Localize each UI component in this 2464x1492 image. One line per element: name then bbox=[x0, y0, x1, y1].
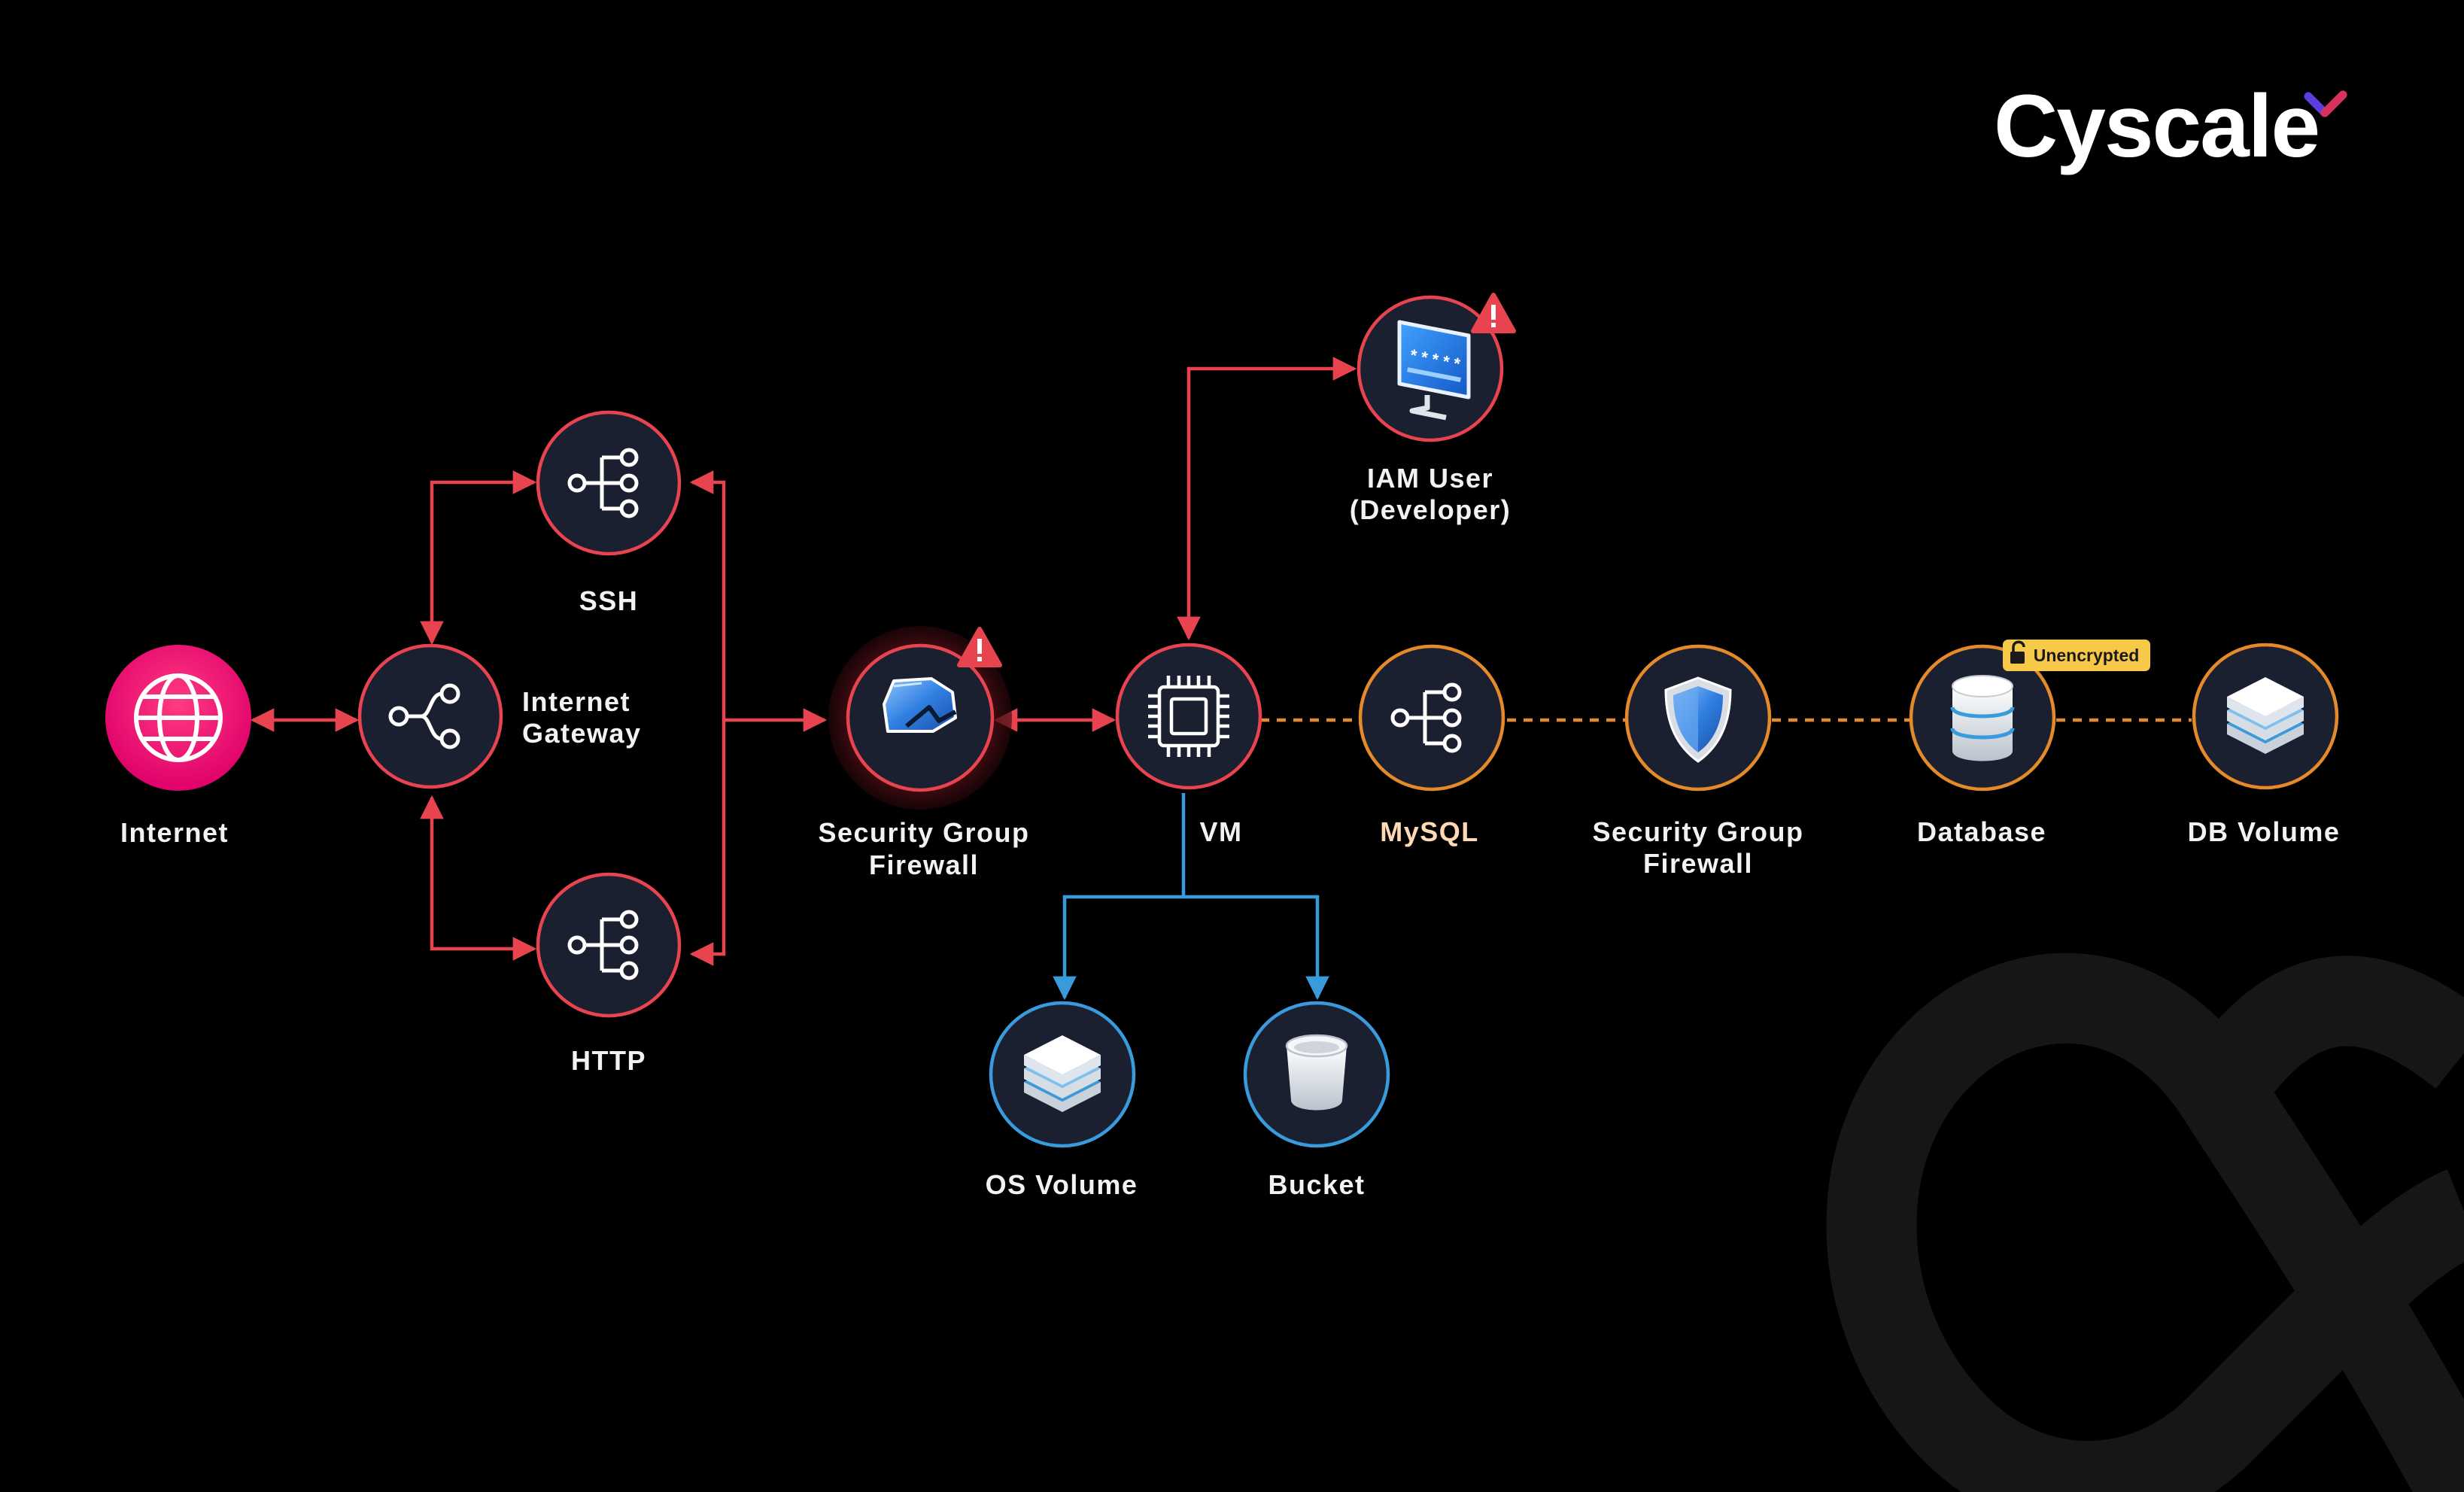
badge-label: Unencrypted bbox=[2034, 646, 2140, 665]
port-tree-icon bbox=[567, 910, 639, 980]
edge-vm-bucket bbox=[1183, 895, 1329, 1001]
edge-gateway-ssh bbox=[420, 470, 537, 646]
lock-open-icon bbox=[2010, 640, 2025, 664]
node-vm[interactable]: VM bbox=[1115, 643, 1262, 847]
node-bucket[interactable]: Bucket bbox=[1243, 1001, 1390, 1200]
volume-stack-icon bbox=[1024, 1035, 1101, 1112]
monitor-password-icon: * * * * * bbox=[1397, 320, 1471, 421]
node-label-line2: Gateway bbox=[522, 718, 642, 749]
node-mysql[interactable]: MySQL bbox=[1358, 644, 1505, 847]
warning-icon bbox=[957, 627, 1002, 667]
node-label-line1: Internet bbox=[522, 686, 630, 717]
edge-ssh-firewall bbox=[689, 470, 726, 720]
node-label-line1: Security Group bbox=[1592, 816, 1803, 847]
node-label: VM bbox=[1200, 816, 1243, 847]
node-db-volume[interactable]: DB Volume bbox=[2188, 643, 2341, 847]
node-label: OS Volume bbox=[986, 1169, 1138, 1200]
warning-icon bbox=[1471, 293, 1516, 333]
edge-http-firewall bbox=[689, 720, 726, 966]
node-label-line1: Security Group bbox=[818, 817, 1029, 848]
node-ssh[interactable]: SSH bbox=[536, 410, 682, 616]
background-watermark bbox=[1826, 953, 2464, 1492]
broken-shield-icon bbox=[883, 677, 957, 733]
database-icon bbox=[1950, 675, 2015, 761]
edge-gateway-http bbox=[420, 795, 537, 961]
node-internet[interactable]: Internet bbox=[105, 645, 251, 848]
edge-vm-os-volume bbox=[1053, 895, 1183, 1001]
node-label: Bucket bbox=[1268, 1169, 1365, 1200]
node-iam-user[interactable]: * * * * * IAM User (Developer) bbox=[1350, 293, 1516, 525]
edge-vm-iam bbox=[1177, 357, 1357, 641]
node-label: Internet bbox=[120, 817, 229, 848]
node-label-line1: IAM User bbox=[1367, 463, 1493, 494]
node-label: Database bbox=[1917, 816, 2046, 847]
node-label: HTTP bbox=[571, 1045, 646, 1076]
cpu-chip-icon bbox=[1148, 676, 1229, 757]
share-icon bbox=[388, 683, 460, 749]
volume-stack-icon bbox=[2227, 677, 2304, 754]
node-label-line2: Firewall bbox=[869, 849, 979, 880]
node-label-line2: Firewall bbox=[1643, 848, 1753, 879]
node-security-group-firewall-db[interactable]: Security Group Firewall bbox=[1592, 644, 1803, 879]
node-security-group-firewall-exposed[interactable]: Security Group Firewall bbox=[818, 626, 1029, 880]
shield-icon bbox=[1664, 676, 1732, 763]
node-http[interactable]: HTTP bbox=[536, 872, 682, 1076]
node-label: MySQL bbox=[1380, 816, 1479, 847]
globe-icon bbox=[134, 673, 223, 762]
port-tree-icon bbox=[1390, 682, 1462, 753]
node-label: SSH bbox=[579, 585, 639, 616]
node-label-line2: (Developer) bbox=[1350, 494, 1512, 525]
edges bbox=[250, 357, 2192, 1001]
bucket-icon bbox=[1285, 1034, 1348, 1111]
node-label: DB Volume bbox=[2188, 816, 2341, 847]
logo-text: Cyscale bbox=[1994, 77, 2319, 176]
node-internet-gateway[interactable]: Internet Gateway bbox=[357, 643, 642, 789]
node-database[interactable]: Unencrypted Database bbox=[1909, 640, 2150, 847]
node-os-volume[interactable]: OS Volume bbox=[986, 1001, 1138, 1200]
port-tree-icon bbox=[567, 448, 639, 518]
unencrypted-badge: Unencrypted bbox=[2003, 640, 2150, 671]
cyscale-logo: Cyscale bbox=[1994, 77, 2347, 176]
